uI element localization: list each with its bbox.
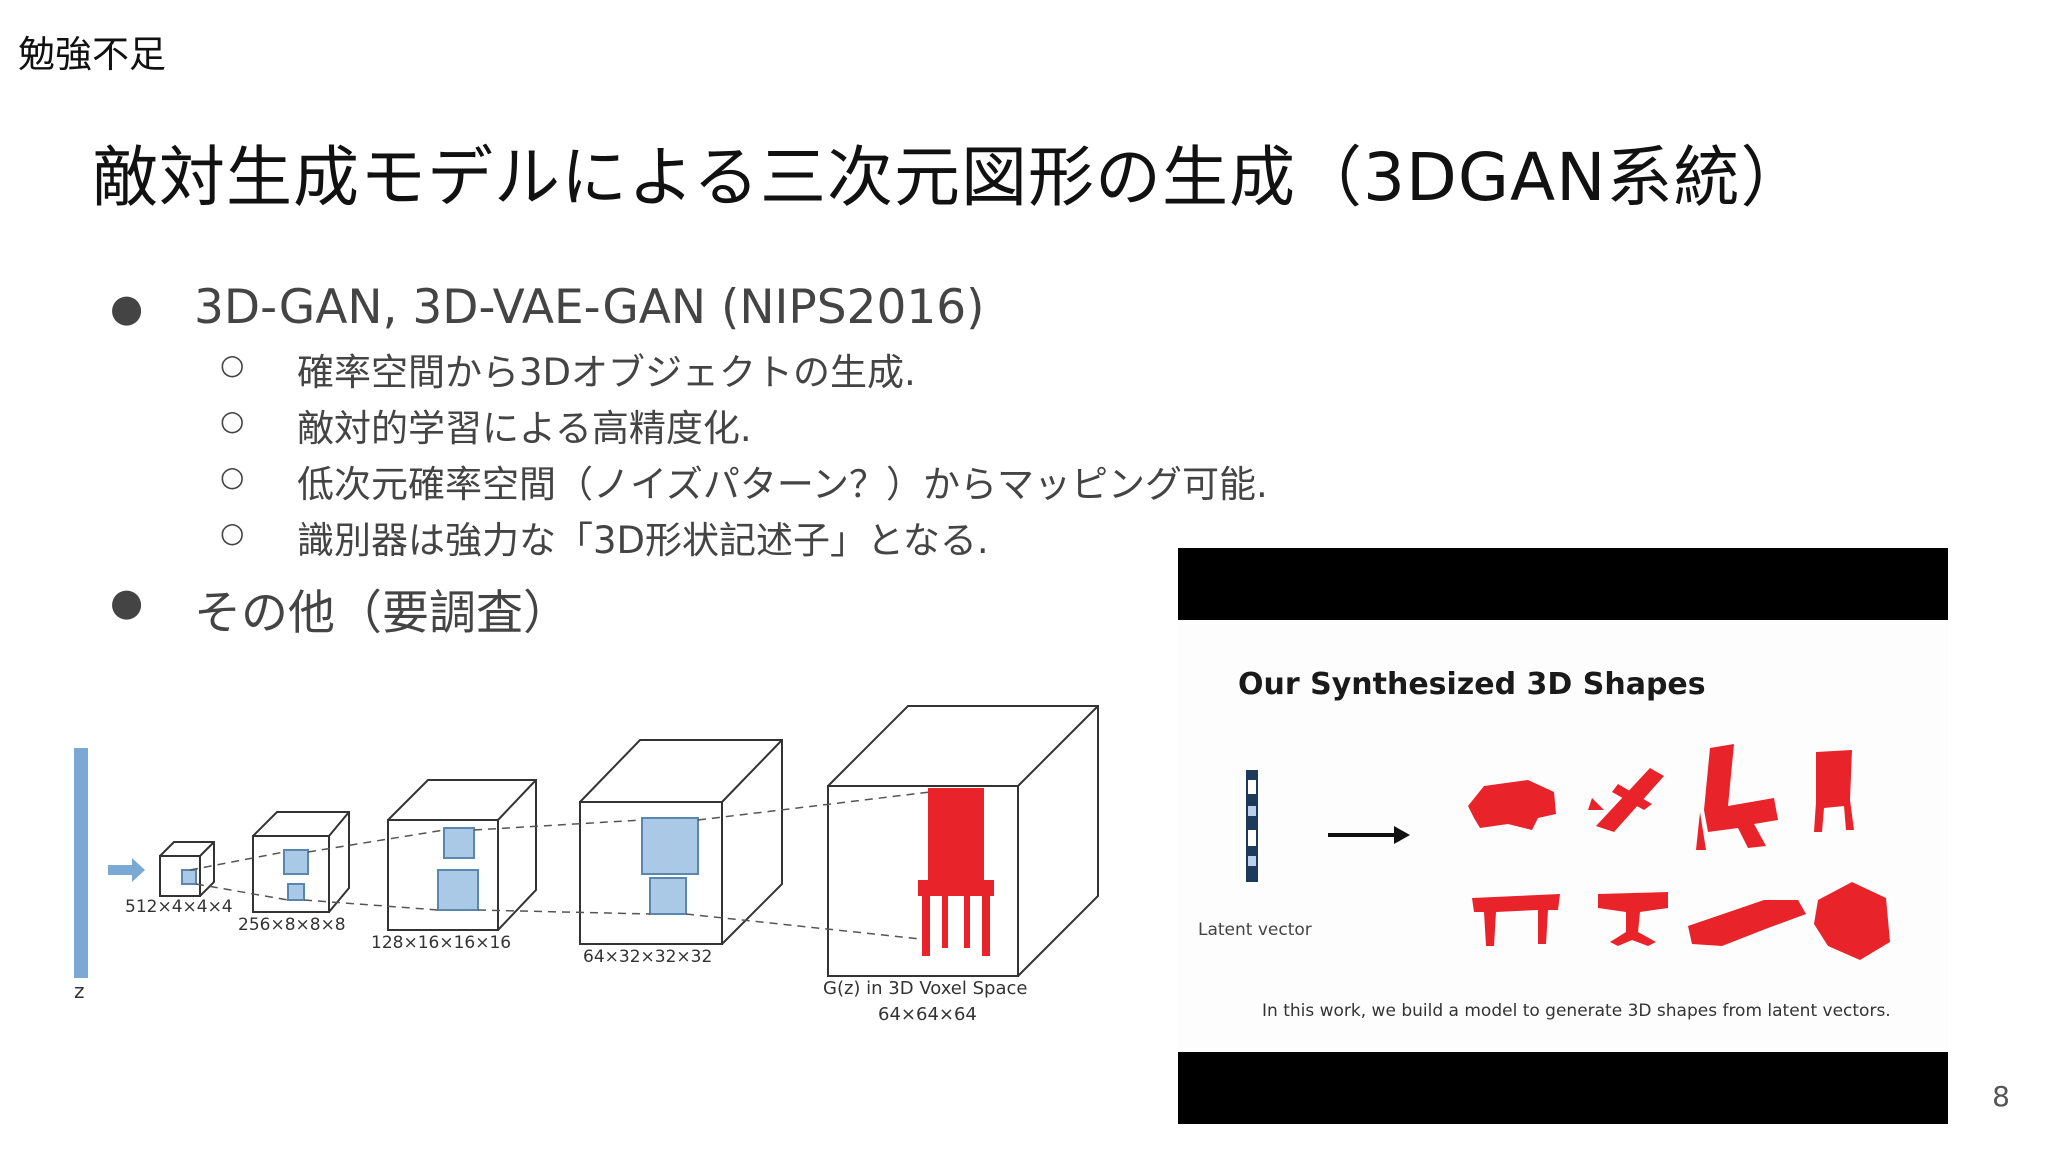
layer-cube-2 [252, 811, 350, 913]
latent-z-bar [74, 748, 88, 978]
output-label: G(z) in 3D Voxel Space [823, 978, 1027, 999]
z-label: z [74, 979, 85, 1003]
sub-bullet-text: 低次元確率空間（ノイズパターン？）からマッピング可能. [297, 463, 1268, 506]
input-arrow-icon [108, 858, 145, 882]
airplane-shape [1588, 768, 1664, 832]
layer-cube-1 [159, 841, 215, 897]
armchair-shape [1814, 882, 1890, 960]
bullet-text: その他（要調査） [194, 586, 570, 641]
voxel-chair-shape [918, 788, 994, 956]
layer-cube-3 [387, 779, 537, 931]
figure-caption: In this work, we build a model to genera… [1262, 1001, 1891, 1021]
round-table-shape [1598, 892, 1668, 946]
figure-title: Our Synthesized 3D Shapes [1238, 667, 1706, 702]
sub-bullet-text: 識別器は強力な「3D形状記述子」となる. [297, 519, 989, 562]
sub-bullet-text: 敵対的学習による高精度化. [297, 407, 752, 450]
layer-label: 128×16×16×16 [371, 933, 511, 953]
sub-bullet-text: 確率空間から3Dオブジェクトの生成. [297, 351, 916, 394]
projection-lines [189, 791, 931, 941]
table-shape [1472, 894, 1560, 946]
layer-label: 64×32×32×32 [583, 947, 712, 967]
latent-vector-bar [1246, 770, 1258, 882]
mapping-arrow-icon [1328, 826, 1410, 844]
bullet-text: 3D-GAN, 3D-VAE-GAN (NIPS2016) [194, 280, 985, 335]
bullet-hollow-icon: ○ [220, 516, 245, 549]
bullet-filled-icon: ● [110, 580, 144, 624]
lounge-chair-shape [1696, 744, 1778, 850]
chair-shape [1814, 750, 1854, 832]
letterbox-bottom [1178, 1052, 1948, 1124]
bullet-hollow-icon: ○ [220, 404, 245, 437]
layer-label: 256×8×8×8 [238, 915, 346, 935]
layer-label: 512×4×4×4 [125, 897, 233, 917]
architecture-diagram: z [74, 705, 1099, 1025]
synthesized-shapes-figure: Our Synthesized 3D Shapes Latent vector … [1178, 548, 1948, 1124]
bullet-filled-icon: ● [110, 286, 144, 330]
synthesized-shapes [1468, 744, 1890, 960]
corner-label: 勉強不足 [18, 33, 166, 76]
layer-cube-4 [579, 739, 783, 945]
bullet-hollow-icon: ○ [220, 460, 245, 493]
letterbox-top [1178, 548, 1948, 620]
car-shape [1468, 780, 1556, 830]
latent-vector-label: Latent vector [1198, 920, 1312, 940]
figure-panel [1178, 620, 1948, 1052]
output-dims-label: 64×64×64 [878, 1004, 977, 1025]
sofa-shape [1688, 900, 1806, 946]
slide-title: 敵対生成モデルによる三次元図形の生成（3DGAN系統） [92, 139, 1808, 216]
page-number: 8 [1992, 1080, 2010, 1113]
bullet-hollow-icon: ○ [220, 348, 245, 381]
